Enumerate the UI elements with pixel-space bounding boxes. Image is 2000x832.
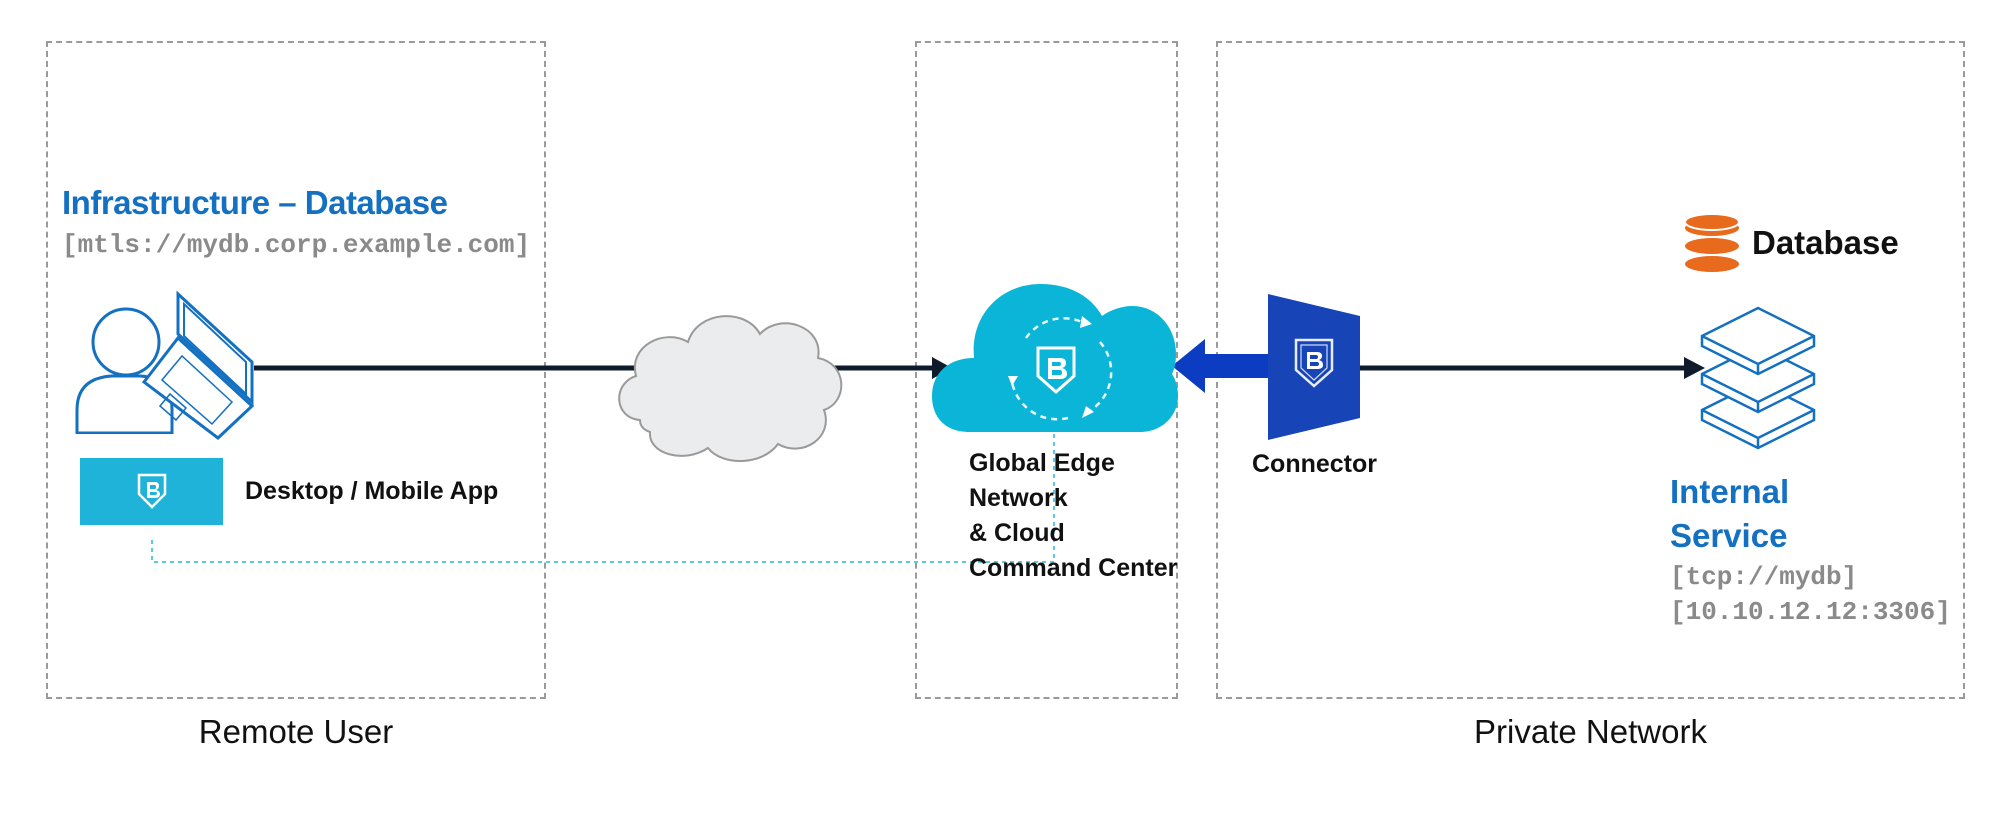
laptop-icon: [141, 290, 255, 440]
client-to-edge-arrowhead: [932, 357, 952, 379]
remote-user-caption: Remote User: [198, 713, 394, 750]
cloud-icon: [618, 315, 843, 462]
service-title: Internal Service: [1670, 470, 1789, 558]
service-address: [tcp://mydb] [10.10.12.12:3306]: [1670, 560, 1951, 630]
edge-label-line: & Cloud: [969, 519, 1065, 547]
connector-to-service-arrowhead: [1684, 357, 1705, 379]
client-title-part2: – Database: [278, 184, 448, 221]
connector-to-edge-arrow: [1172, 339, 1272, 393]
edge-shield-logo-icon: [1036, 346, 1076, 395]
connector-label: Connector: [1252, 450, 1377, 478]
connector-icon: [1268, 294, 1360, 440]
private-network-caption: Private Network: [1474, 713, 1707, 750]
edge-label: Global Edge Network & Cloud Command Cent…: [969, 446, 1177, 586]
database-label: Database: [1752, 224, 1899, 261]
app-to-edge-dotted-line: [151, 418, 1055, 563]
shield-logo-icon: [137, 473, 167, 509]
cloud-sync-icon: [932, 284, 1178, 432]
edge-label-line: Command Center: [969, 554, 1178, 582]
app-label: Desktop / Mobile App: [245, 477, 499, 505]
service-title-line: Internal: [1670, 473, 1790, 510]
database-icon: [1684, 213, 1740, 272]
app-tile: [80, 458, 223, 525]
edge-label-line: Global Edge: [969, 449, 1115, 477]
sync-circle-icon: [1008, 316, 1113, 421]
client-title: Infrastructure – Database: [62, 184, 448, 222]
layers-stack-icon: [1700, 306, 1816, 450]
edge-label-line: Network: [969, 484, 1068, 512]
service-address-line: [10.10.12.12:3306]: [1670, 597, 1951, 627]
client-title-part1: Infrastructure: [62, 184, 270, 221]
client-address: [mtls://mydb.corp.example.com]: [62, 230, 531, 260]
service-title-line: Service: [1670, 517, 1788, 554]
service-address-line: [tcp://mydb]: [1670, 562, 1858, 592]
